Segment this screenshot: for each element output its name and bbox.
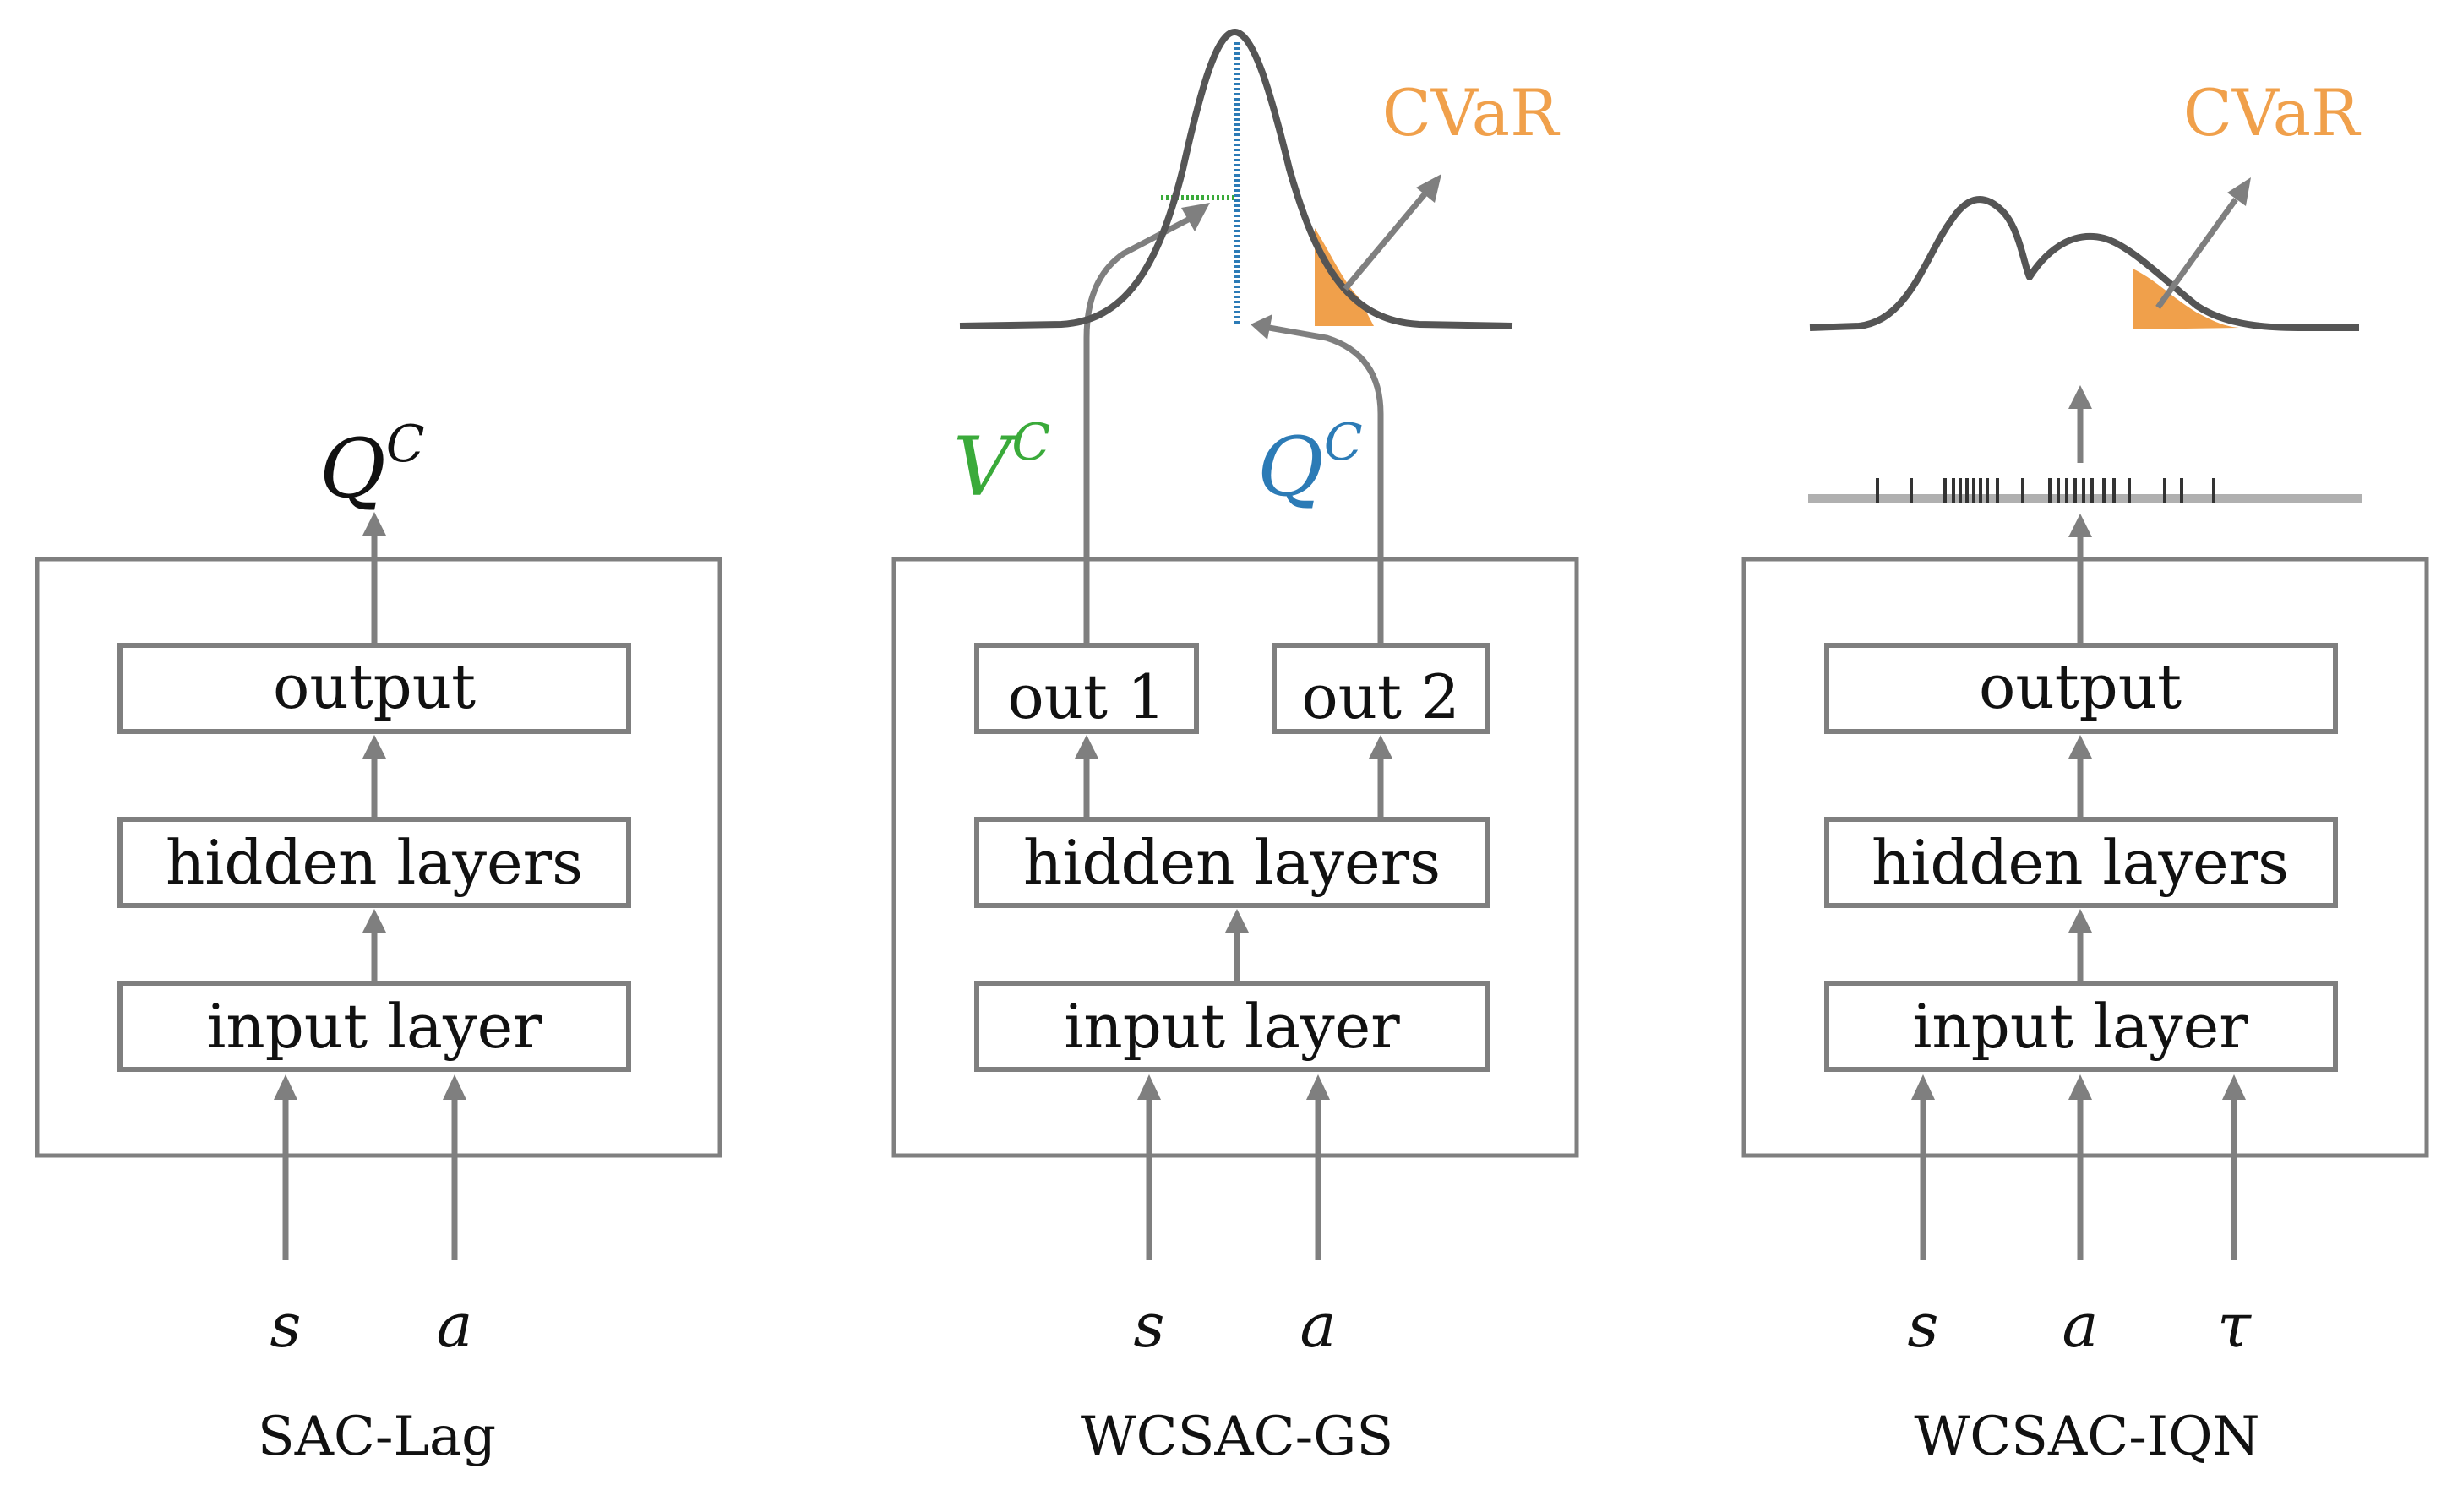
arrow-output-to-samples xyxy=(2068,514,2092,645)
input-a-label: a xyxy=(437,1290,473,1361)
network-frame xyxy=(1741,557,2429,1158)
out1-label: out 1 xyxy=(1007,661,1165,732)
panel-sac-lag: output hidden layers input layer s a xyxy=(35,415,722,1468)
input-tau-label: τ xyxy=(2217,1290,2252,1361)
hidden-layers-box xyxy=(117,817,631,908)
arrow-samples-to-distribution xyxy=(2068,385,2092,463)
arrow-to-cvar xyxy=(2155,177,2251,310)
panel-wcsac-iqn: output hidden layers input layer xyxy=(1741,75,2429,1468)
caption-wcsac-iqn: WCSAC-IQN xyxy=(1914,1406,2259,1468)
arrow-input-a xyxy=(443,1074,466,1260)
out2-label: out 2 xyxy=(1301,661,1459,732)
input-s-label: s xyxy=(1908,1290,1939,1361)
arrow-hidden-to-out2 xyxy=(1369,735,1392,819)
caption-wcsac-gs: WCSAC-GS xyxy=(1081,1406,1393,1468)
arrow-input-s xyxy=(1911,1074,1935,1260)
hidden-layers-box xyxy=(974,817,1490,908)
input-layer-box xyxy=(1824,981,2338,1072)
arrow-hidden-to-output xyxy=(2068,735,2092,819)
gaussian-distribution xyxy=(959,29,1513,329)
input-layer-label: input layer xyxy=(206,991,542,1062)
gaussian-curve xyxy=(959,29,1513,329)
arrow-output-to-qc xyxy=(362,512,386,645)
input-a-label: a xyxy=(2062,1290,2099,1361)
input-a-label: a xyxy=(1300,1290,1337,1361)
arrow-input-s xyxy=(274,1074,297,1260)
hidden-layers-box xyxy=(1824,817,2338,908)
cvar-label: CVaR xyxy=(1382,75,1561,150)
input-s-label: s xyxy=(270,1290,302,1361)
arrow-input-to-hidden xyxy=(362,909,386,983)
cvar-label: CVaR xyxy=(2183,75,2362,150)
qc-label: QC xyxy=(1257,413,1363,514)
arrow-input-a xyxy=(1306,1074,1330,1260)
caption-sac-lag: SAC-Lag xyxy=(258,1406,496,1468)
quantile-samples xyxy=(1808,478,2362,503)
network-frame xyxy=(35,557,722,1158)
output-layer-label: output xyxy=(273,651,476,722)
input-layer-box xyxy=(974,981,1490,1072)
out2-box xyxy=(1272,643,1490,734)
input-s-label: s xyxy=(1134,1290,1165,1361)
arrow-hidden-to-out1 xyxy=(1075,735,1098,819)
input-layer-label: input layer xyxy=(1064,991,1400,1062)
arrow-input-s xyxy=(1137,1074,1161,1260)
sample-ticks xyxy=(1876,478,2215,503)
bimodal-curve xyxy=(1809,196,2359,331)
hidden-layers-label: hidden layers xyxy=(1872,827,2289,898)
arrow-hidden-to-output xyxy=(362,735,386,819)
arrow-out2-to-variance xyxy=(1251,314,1384,645)
hidden-layers-label: hidden layers xyxy=(1023,827,1441,898)
cvar-tail-area xyxy=(1315,228,1374,326)
quantile-distribution xyxy=(1809,177,2359,331)
vc-label: VC xyxy=(953,413,1050,514)
arrow-input-to-hidden xyxy=(2068,909,2092,983)
qc-output-label: QC xyxy=(319,415,425,516)
output-layer-box xyxy=(1824,643,2338,734)
cvar-tail-area xyxy=(2133,269,2239,329)
arrow-out1-to-mean xyxy=(1083,203,1210,645)
arrow-input-a xyxy=(2068,1074,2092,1260)
out1-box xyxy=(974,643,1199,734)
arrow-input-tau xyxy=(2222,1074,2246,1260)
network-frame xyxy=(891,557,1579,1158)
output-layer-label: output xyxy=(1979,651,2182,722)
arrow-to-cvar xyxy=(1343,174,1441,291)
hidden-layers-label: hidden layers xyxy=(166,827,583,898)
arrow-input-to-hidden xyxy=(1225,909,1249,983)
input-layer-label: input layer xyxy=(1912,991,2248,1062)
panel-wcsac-gs: out 1 out 2 hidden layers input layer s xyxy=(891,29,1579,1468)
